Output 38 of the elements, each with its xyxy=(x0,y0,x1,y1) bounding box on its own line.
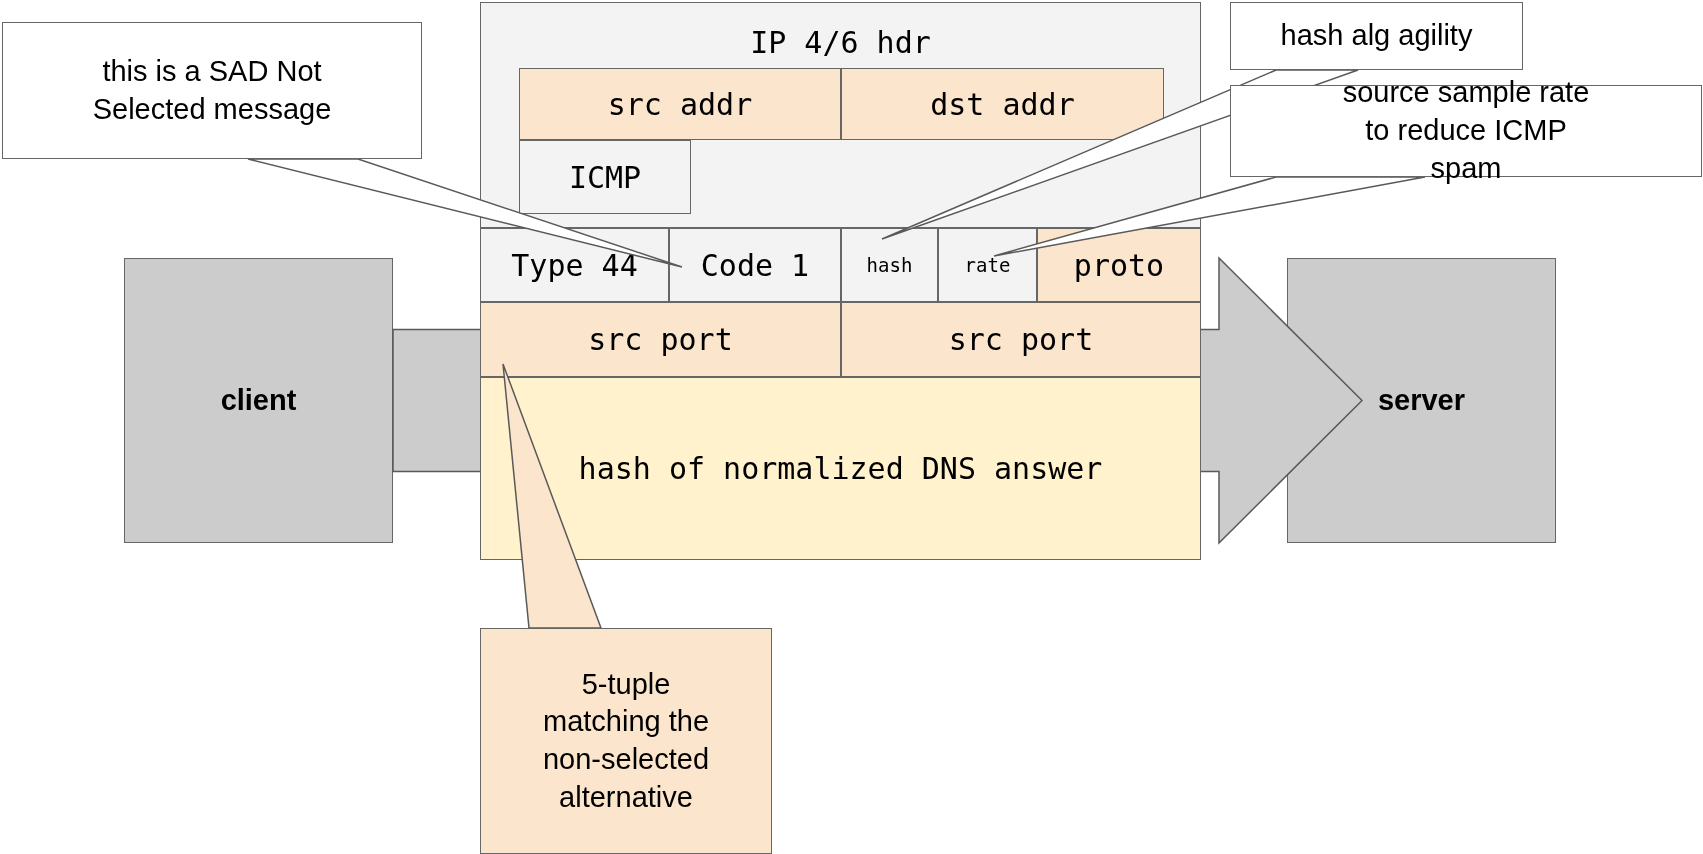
field-label: dst addr xyxy=(930,86,1075,122)
host-box xyxy=(124,258,393,543)
field-box xyxy=(841,302,1201,377)
host-box xyxy=(1287,258,1556,543)
callout-text: 5-tuple matching the non-selected alternative xyxy=(541,666,711,815)
field-label: hash of normalized DNS answer xyxy=(578,449,1103,488)
field-label: hash xyxy=(866,254,913,276)
field-box xyxy=(1037,228,1201,302)
field-box xyxy=(938,228,1037,302)
callout-tail xyxy=(247,158,683,268)
field-box xyxy=(519,68,841,140)
field-box xyxy=(480,228,669,302)
callout-box xyxy=(1230,2,1523,70)
header-panel xyxy=(480,2,1201,228)
host-label: server xyxy=(1377,382,1466,418)
field-box xyxy=(480,302,841,377)
field-label: rate xyxy=(964,254,1011,276)
field-label: src port xyxy=(588,322,733,357)
callout-text: source sample rate to reduce ICMP spam xyxy=(1341,75,1591,186)
field-box xyxy=(841,228,938,302)
host-label: client xyxy=(220,382,297,418)
field-label: proto xyxy=(1073,247,1165,283)
callout-box xyxy=(480,628,772,854)
callout-text: hash alg agility xyxy=(1280,18,1473,54)
callout-tail xyxy=(993,176,1426,257)
field-label: Code 1 xyxy=(700,247,810,283)
field-label: src addr xyxy=(607,86,753,122)
field-label: Type 44 xyxy=(511,247,638,283)
header-label: IP 4/6 hdr xyxy=(750,25,931,60)
field-box xyxy=(841,68,1164,140)
callout-text: this is a SAD Not Selected message xyxy=(91,53,333,127)
callout-box xyxy=(2,22,422,159)
field-box xyxy=(669,228,841,302)
field-box xyxy=(519,140,691,214)
field-label: ICMP xyxy=(568,159,642,195)
payload-box xyxy=(480,377,1201,560)
field-label: src port xyxy=(948,322,1094,357)
callout-tail xyxy=(502,363,603,629)
